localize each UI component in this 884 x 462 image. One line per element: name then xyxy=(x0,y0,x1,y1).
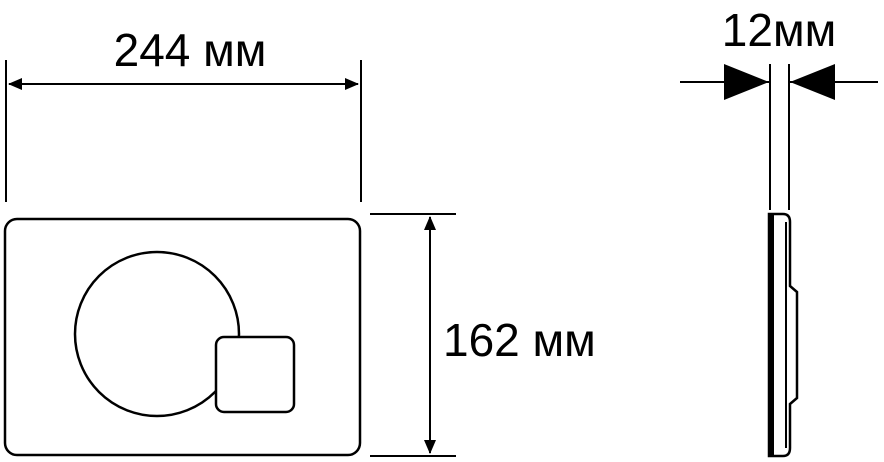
thickness-label: 12мм xyxy=(722,4,836,56)
height-dimension: 162 мм xyxy=(370,213,596,457)
side-view: 12мм xyxy=(680,4,878,458)
thickness-arrow-right xyxy=(790,64,835,100)
thickness-dimension xyxy=(680,64,878,210)
height-label: 162 мм xyxy=(443,314,596,366)
plate-side-outline xyxy=(767,212,799,458)
width-dimension: 244 мм xyxy=(5,24,362,202)
plate-side-thickness-band xyxy=(769,214,774,456)
width-label: 244 мм xyxy=(114,24,267,76)
plate-side-profile xyxy=(767,212,799,458)
thickness-arrow-left xyxy=(724,64,769,100)
large-flush-button xyxy=(73,250,241,418)
front-view: 244 мм 162 мм xyxy=(3,24,596,457)
small-flush-button xyxy=(214,335,296,414)
